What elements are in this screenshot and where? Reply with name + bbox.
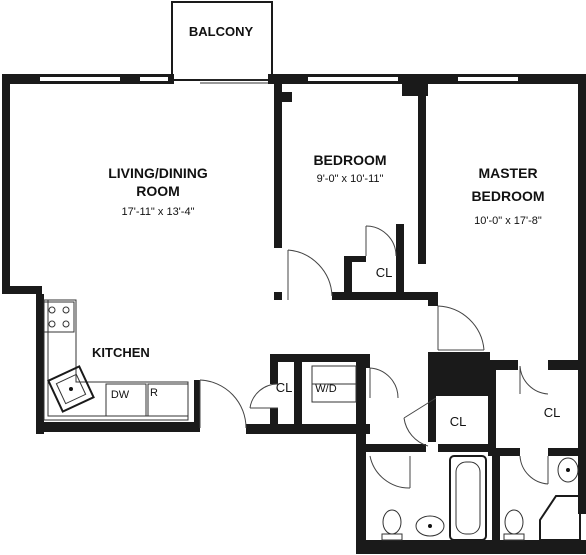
living-room-dimensions: 17'-11" x 13'-4" [122,206,195,218]
living-room-label-line1: LIVING/DINING [108,165,208,181]
dishwasher-label: DW [111,389,130,401]
bedroom-closet-label: CL [376,265,393,280]
balcony-label: BALCONY [189,24,254,39]
bedroom-dimensions: 9'-0" x 10'-11" [317,173,384,185]
exterior-walls [2,74,586,554]
dishwasher-outline [105,383,147,417]
washer-dryer-outline [311,365,357,403]
master-bedroom-label-line2: BEDROOM [471,188,544,204]
master-bedroom-label-line1: MASTER [478,165,537,181]
center-closet-label: CL [450,414,467,429]
kitchen-label: KITCHEN [92,345,150,360]
bedroom-label: BEDROOM [313,152,386,168]
kitchen-counter [43,299,189,421]
master-bedroom-dimensions: 10'-0" x 17'-8" [474,215,542,227]
sink-right [557,457,579,483]
refrigerator-label: R [150,387,158,399]
balcony-outline [171,1,273,84]
kitchen-sink [47,365,95,413]
interior-walls [194,80,584,548]
master-closet-label: CL [544,405,561,420]
sink-left [415,515,445,537]
washer-dryer-label: W/D [315,383,336,395]
hall-closet-label: CL [276,380,293,395]
refrigerator-outline [147,383,189,417]
toilet-right [503,509,525,541]
living-room-label-line2: ROOM [136,183,180,199]
door-swings [199,225,549,489]
toilet-left [381,509,403,541]
bathtub [449,455,487,541]
shower-right [539,495,581,541]
